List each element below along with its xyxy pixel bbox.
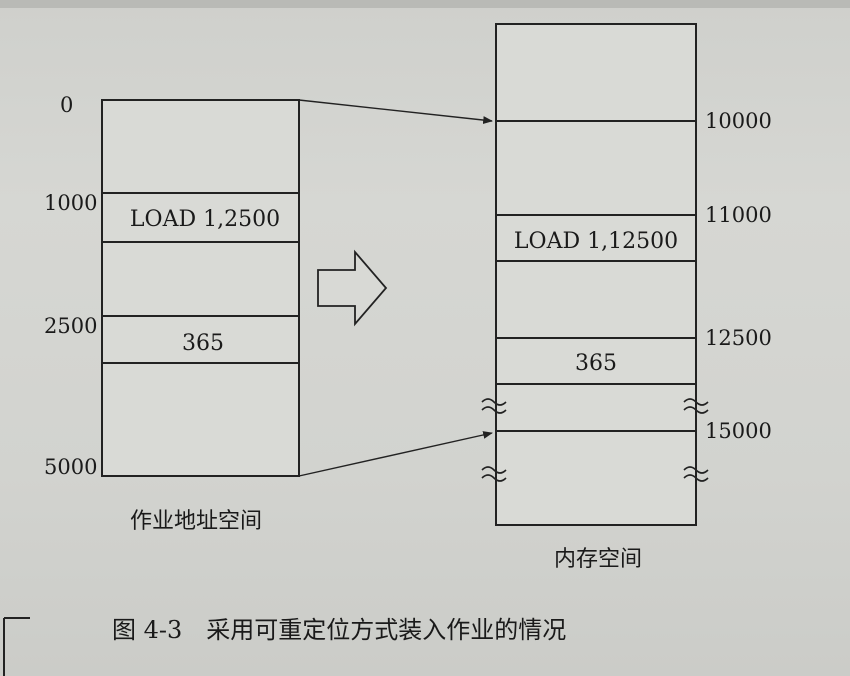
- address-15000: 15000: [705, 419, 772, 443]
- page-edge-mark: [3, 617, 30, 676]
- job-space-caption: 作业地址空间: [130, 509, 262, 534]
- figure-caption: 图 4-3 采用可重定位方式装入作业的情况: [112, 616, 566, 644]
- memory-space: LOAD 1,12500 365 10000 11000 12500 15000…: [481, 23, 772, 572]
- address-0: 0: [60, 93, 73, 117]
- job-address-space: LOAD 1,2500 365 0 1000 2500 5000 作业地址空间: [44, 93, 300, 534]
- address-12500: 12500: [705, 326, 772, 350]
- transform-arrow-icon: [317, 249, 388, 327]
- address-1000: 1000: [44, 191, 97, 215]
- break-mark-icon: [481, 398, 709, 482]
- address-2500: 2500: [44, 314, 97, 338]
- address-11000: 11000: [705, 203, 772, 227]
- mapping-line-bottom: [298, 431, 493, 477]
- data-value-left: 365: [182, 331, 224, 356]
- data-value-right: 365: [575, 351, 617, 376]
- load-instruction-left: LOAD 1,2500: [130, 207, 280, 232]
- address-10000: 10000: [705, 109, 772, 133]
- memory-space-caption: 内存空间: [554, 547, 642, 572]
- top-edge: [0, 0, 850, 8]
- mapping-line-top: [298, 99, 493, 124]
- memory-space-frame: [495, 23, 697, 526]
- address-5000: 5000: [44, 455, 97, 479]
- load-instruction-right: LOAD 1,12500: [514, 229, 678, 254]
- job-space-frame: [101, 99, 300, 477]
